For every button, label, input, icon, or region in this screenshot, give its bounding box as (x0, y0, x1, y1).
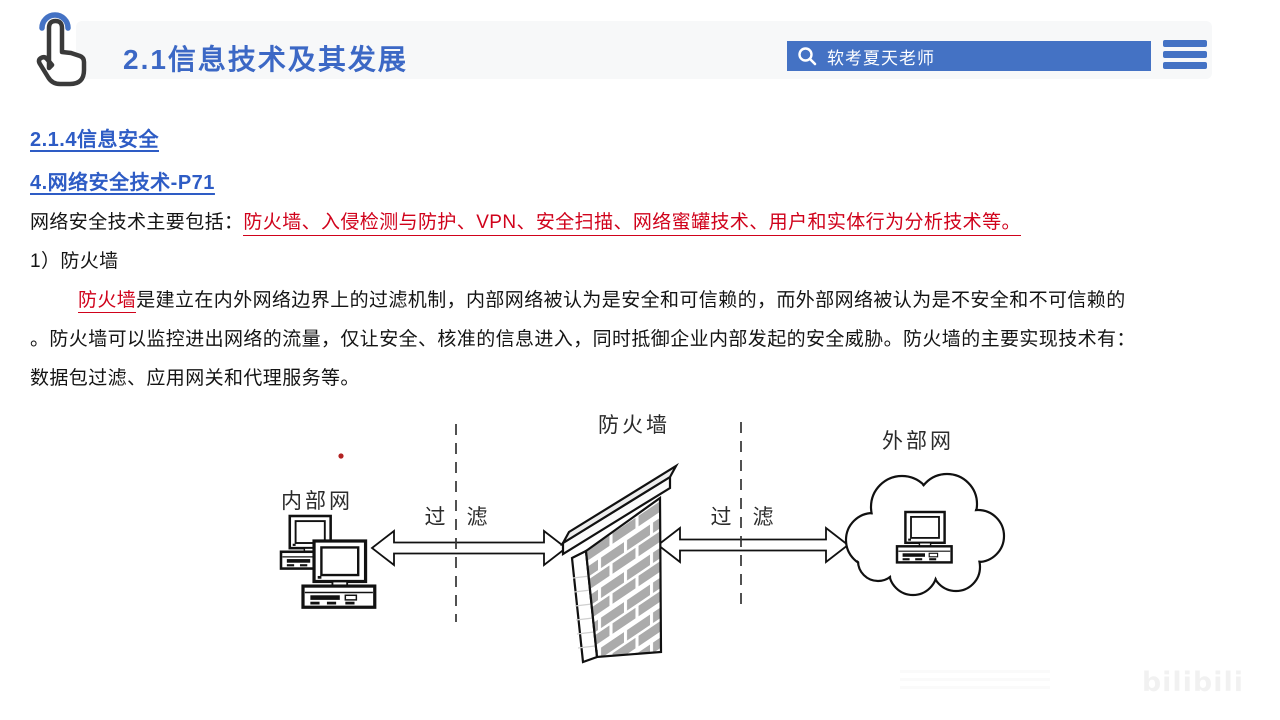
search-text: 软考夏天老师 (827, 48, 935, 68)
paragraph-line-1: 防火墙是建立在内外网络边界上的过滤机制，内部网络被认为是安全和可信赖的，而外部网… (48, 285, 1126, 313)
menu-bar (1163, 62, 1207, 69)
filter-label-right: 过 滤 (711, 505, 774, 529)
intro-line: 网络安全技术主要包括：防火墙、入侵检测与防护、VPN、安全扫描、网络蜜罐技术、用… (30, 207, 1021, 236)
filter-label-left: 过 滤 (425, 505, 488, 529)
intro-prefix: 网络安全技术主要包括： (30, 212, 244, 233)
firewall-wall (560, 462, 679, 664)
firewall-diagram: 防火墙 外部网 内部网 过 滤 过 滤 (279, 413, 1006, 664)
paragraph-line-2: 。防火墙可以监控进出网络的流量，仅让安全、核准的信息进入，同时抵御企业内部发起的… (30, 329, 1136, 350)
firewall-term: 防火墙 (78, 290, 137, 313)
filter-arrow-left (370, 529, 568, 567)
search-bar[interactable]: 软考夏天老师 (787, 41, 1151, 71)
section-link-information-security[interactable]: 2.1.4信息安全 (30, 129, 159, 151)
firewall-label: 防火墙 (598, 413, 670, 437)
red-annotation-dot (338, 453, 344, 459)
watermark-smudge (900, 670, 1050, 692)
section-link-network-security[interactable]: 4.网络安全技术-P71 (30, 172, 215, 194)
list-item-firewall: 1）防火墙 (30, 251, 119, 272)
external-computer (895, 510, 953, 564)
paragraph-line-1-rest: 是建立在内外网络边界上的过滤机制，内部网络被认为是安全和可信赖的，而外部网络被认… (136, 290, 1126, 311)
paragraph-line-3: 数据包过滤、应用网关和代理服务等。 (30, 368, 360, 389)
external-net-label: 外部网 (882, 429, 954, 453)
menu-icon[interactable] (1163, 40, 1207, 69)
menu-bar (1163, 40, 1207, 47)
menu-bar (1163, 51, 1207, 58)
external-network-cloud (844, 472, 1006, 597)
search-icon (797, 46, 817, 66)
internal-net-label: 内部网 (281, 489, 353, 513)
internal-network-computers (279, 514, 377, 609)
bilibili-watermark: bilibili (1141, 667, 1244, 698)
intro-highlight: 防火墙、入侵检测与防护、VPN、安全扫描、网络蜜罐技术、用户和实体行为分析技术等… (243, 212, 1021, 236)
filter-arrow-right (656, 526, 850, 564)
page-title: 2.1信息技术及其发展 (123, 44, 408, 75)
tap-gesture-icon (16, 8, 92, 97)
